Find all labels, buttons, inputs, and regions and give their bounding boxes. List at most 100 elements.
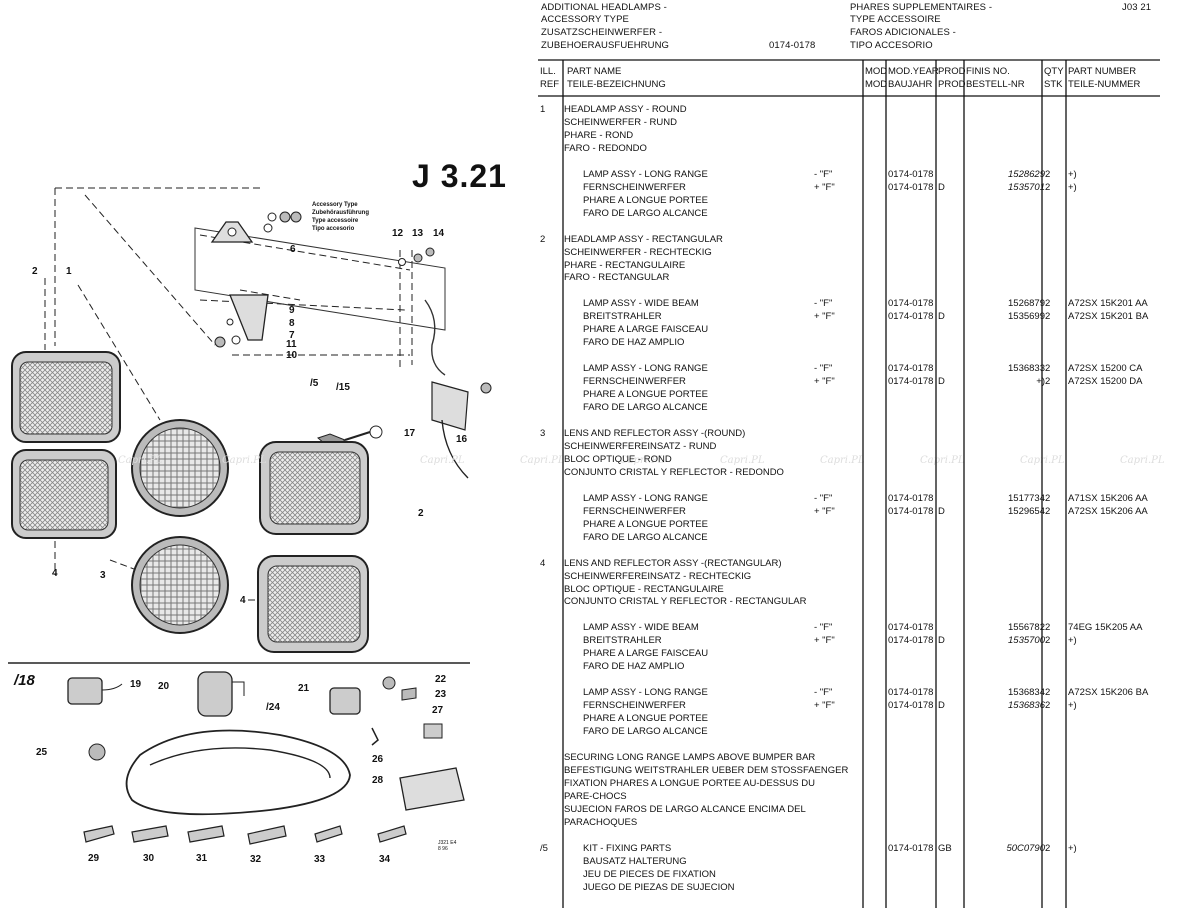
col-finis: FINIS NO.BESTELL-NR (966, 66, 1025, 92)
cell-prod: GB (938, 842, 952, 854)
cell-pn: +) (1068, 635, 1077, 647)
cell-year: 0174-0178 (888, 181, 934, 193)
callout-label: /24 (266, 702, 280, 713)
watermark: Capri.PL (620, 455, 665, 466)
header-subtitle-fr: TYPE ACCESSOIRE (850, 14, 941, 25)
cell-ref: 4 (540, 557, 546, 569)
cell-part-name: PARACHOQUES (564, 816, 638, 828)
callout-label: 22 (435, 674, 447, 685)
legend-line-de: Zubehörausführung (312, 210, 369, 216)
cell-part-name: PHARE - RECTANGULAIRE (564, 259, 686, 271)
callout-label: 10 (286, 350, 298, 361)
cell-year: 0174-0178 (888, 376, 934, 388)
cell-part-name: CONJUNTO CRISTAL Y REFLECTOR - REDONDO (564, 466, 784, 478)
cell-year: 0174-0178 (888, 700, 934, 712)
cell-qty: 2 (1045, 842, 1051, 854)
cell-part-name: SCHEINWERFEREINSATZ - RECHTECKIG (564, 570, 752, 582)
header-title-en: ADDITIONAL HEADLAMPS - (541, 2, 667, 13)
cell-part-name: FARO DE LARGO ALCANCE (583, 402, 708, 414)
cell-part-name: FARO DE HAZ AMPLIO (583, 661, 685, 673)
cell-year: 0174-0178 (888, 622, 934, 634)
cell-year: 0174-0178 (888, 298, 934, 310)
callout-label: 23 (435, 689, 447, 700)
cell-fin: 1535700 (1008, 635, 1045, 647)
cell-part-name: BLOC OPTIQUE - RECTANGULAIRE (564, 583, 724, 595)
cell-prod: D (938, 635, 945, 647)
col-text: MOD (865, 78, 888, 90)
callout-label: 21 (298, 683, 310, 694)
cell-part-name: PHARE A LARGE FAISCEAU (583, 324, 709, 336)
watermark: Capri.PL (1120, 455, 1165, 466)
cell-qty: 2 (1045, 298, 1051, 310)
cell-fin: 1517734 (1008, 492, 1045, 504)
cell-prod: D (938, 181, 945, 193)
cell-pn: A72SX 15K206 AA (1068, 505, 1148, 517)
callout-text: 18 (18, 672, 35, 689)
cell-qty: 2 (1045, 311, 1051, 323)
cell-qty: 2 (1045, 635, 1051, 647)
col-text: PART NAME (567, 66, 622, 77)
cell-part-name: LAMP ASSY - LONG RANGE (583, 363, 708, 375)
cell-prod: D (938, 376, 945, 388)
col-text: QTY (1044, 66, 1064, 77)
col-text: REF (540, 78, 559, 90)
callout-label: 3 (100, 570, 106, 581)
cell-fin: 1535701 (1008, 181, 1045, 193)
cell-fin: 1536833 (1008, 363, 1045, 375)
cell-qty: 2 (1045, 168, 1051, 180)
cell-ref: 3 (540, 428, 546, 439)
cell-part-name: PHARE A LONGUE PORTEE (583, 194, 708, 206)
cell-prod: D (938, 311, 945, 323)
cell-qty: 2 (1045, 181, 1051, 193)
cell-fin: 1536834 (1008, 687, 1045, 699)
cell-fin: 1536836 (1008, 700, 1045, 712)
cell-part-name: FERNSCHEINWERFER (583, 505, 686, 517)
cell-pn: A72SX 15K201 AA (1068, 298, 1148, 310)
callout-text: 4 (240, 595, 246, 606)
cell-part-name: FERNSCHEINWERFER (583, 700, 686, 712)
cell-var: - "F" (814, 363, 833, 375)
callout-label: 32 (250, 854, 262, 865)
watermark: Capri.PL (720, 455, 765, 466)
cell-fin: 1528629 (1008, 168, 1045, 180)
cell-part-name: FIXATION PHARES A LONGUE PORTEE AU-DESSU… (564, 777, 815, 789)
cell-part-name: SCHEINWERFEREINSATZ - RUND (564, 440, 717, 452)
col-text: BAUJAHR (888, 78, 933, 90)
cell-year: 0174-0178 (888, 363, 934, 375)
cell-part-name: FERNSCHEINWERFER (583, 376, 686, 388)
header-title-es: FAROS ADICIONALES - (850, 27, 956, 38)
cell-part-name: LAMP ASSY - WIDE BEAM (583, 298, 699, 310)
cell-part-name: HEADLAMP ASSY - RECTANGULAR (564, 233, 723, 245)
cell-part-name: LAMP ASSY - LONG RANGE (583, 168, 708, 180)
cell-part-name: PHARE - ROND (564, 129, 634, 141)
header-date-range: 0174-0178 (769, 40, 816, 51)
cell-prod: D (938, 700, 945, 712)
cell-fin: 1529654 (1008, 505, 1045, 517)
cell-part-name: BREITSTRAHLER (583, 311, 662, 323)
callout-label: 19 (130, 679, 142, 690)
cell-part-name: PARE-CHOCS (564, 790, 627, 802)
callout-label: 20 (158, 681, 170, 692)
callout-label: 16 (456, 434, 468, 445)
callout-text: 24 (268, 702, 280, 713)
callout-label: /15 (336, 382, 350, 393)
cell-qty: 2 (1045, 492, 1051, 504)
callout-label: 34 (379, 854, 391, 865)
cell-var: - "F" (814, 492, 833, 504)
watermark: Capri.PL (118, 455, 163, 466)
cell-fin: 1556782 (1008, 622, 1045, 634)
cell-pn: +) (1068, 700, 1077, 712)
cell-var: + "F" (814, 635, 835, 647)
cell-var: - "F" (814, 687, 833, 699)
col-text: PROD (938, 66, 966, 77)
cell-var: - "F" (814, 298, 833, 310)
callout-label: 26 (372, 754, 384, 765)
legend-line-fr: Type accessoire (312, 218, 359, 224)
callout-label: 7 (289, 330, 295, 341)
callout-text: 2 (418, 508, 424, 519)
col-text: MOD.YEAR (888, 66, 939, 77)
cell-qty: 2 (1045, 622, 1051, 634)
